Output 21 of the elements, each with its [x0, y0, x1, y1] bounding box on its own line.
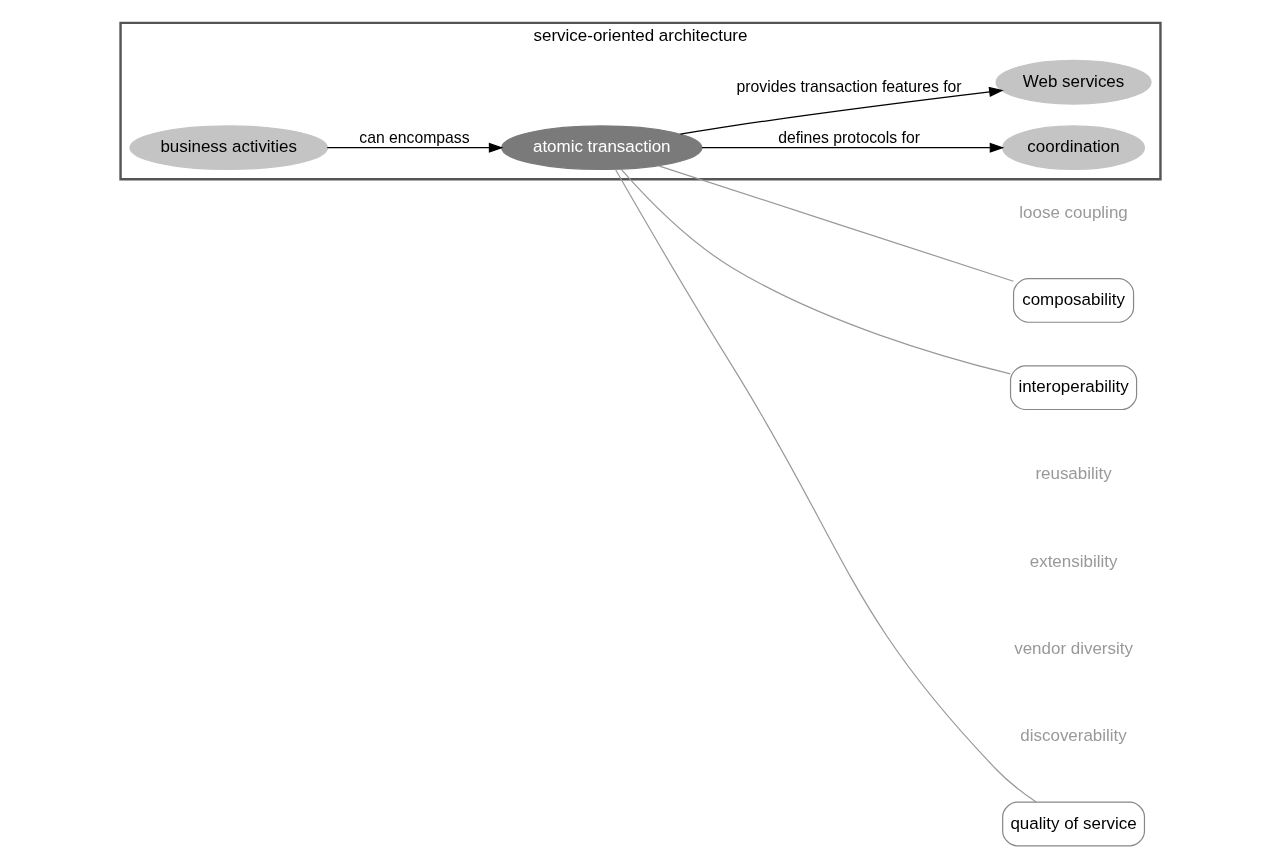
label: discoverability — [1020, 726, 1127, 746]
arrow — [679, 86, 1004, 135]
edge-label: provides transaction features for — [736, 78, 962, 96]
connector — [658, 165, 1015, 282]
label: reusability — [1035, 464, 1112, 484]
label: extensibility — [1029, 551, 1118, 571]
edge-label: defines protocols for — [778, 129, 920, 147]
node-box: interoperability — [1009, 365, 1138, 411]
node-ellipse: business activities — [129, 125, 329, 171]
arrow — [326, 142, 504, 153]
label: loose coupling — [1019, 202, 1128, 222]
connector — [620, 168, 1011, 375]
node-ellipse: Web services — [995, 59, 1152, 105]
arrow — [701, 142, 1005, 153]
node-ellipse: atomic transaction — [501, 125, 703, 171]
node-box: quality of service — [1002, 801, 1146, 847]
connector — [614, 168, 1037, 803]
label: vendor diversity — [1014, 638, 1133, 658]
edge-label: can encompass — [359, 129, 470, 147]
node-box: composability — [1012, 278, 1135, 323]
node-ellipse: coordination — [1002, 125, 1146, 171]
